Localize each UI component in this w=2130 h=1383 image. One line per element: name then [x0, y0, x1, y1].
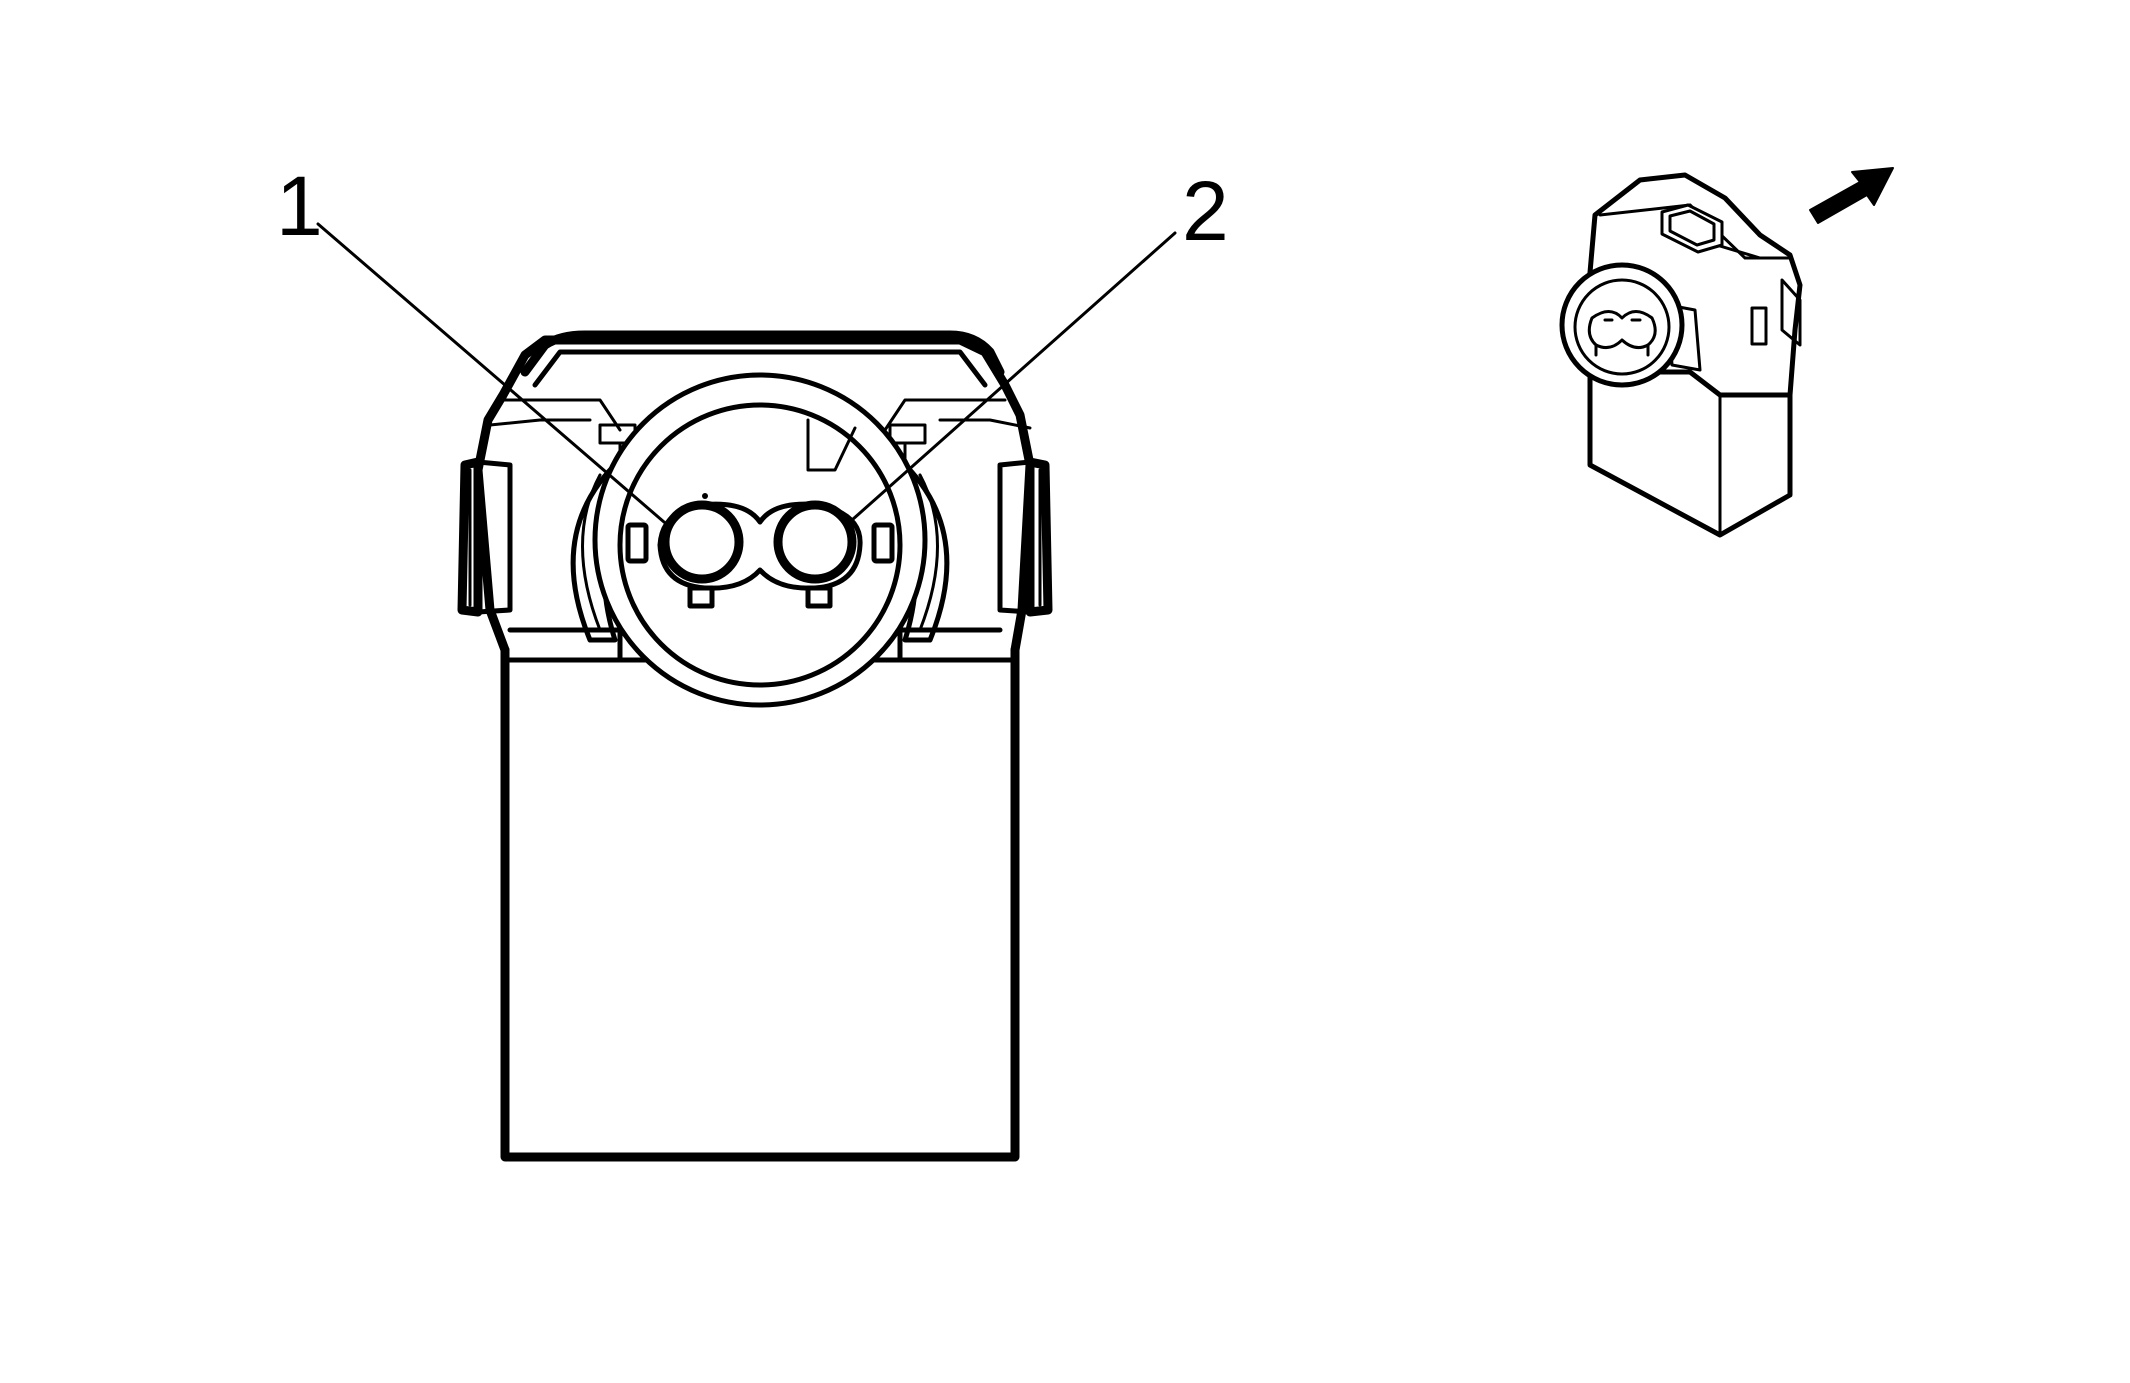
leader-line-1: [316, 222, 666, 524]
callout-leaders: [316, 222, 1177, 524]
arrow-up-right-icon: [1809, 167, 1894, 224]
leader-line-2: [850, 231, 1177, 522]
terminal-1: [660, 500, 744, 584]
connector-body: [500, 645, 1020, 1162]
callout-labels: 1 2: [276, 159, 1229, 258]
left-guide-post: [625, 522, 649, 564]
iso-latch-window: [1660, 203, 1724, 254]
connector-face-inner: [617, 402, 903, 688]
connector-face-view: [457, 330, 1053, 1162]
callout-label-1: 1: [276, 159, 323, 253]
terminal-2: [773, 500, 857, 584]
right-guide-post: [871, 522, 895, 564]
iso-face-inner: [1573, 278, 1671, 376]
connector-isometric-view: [1559, 172, 1803, 538]
callout-label-2: 2: [1182, 164, 1229, 258]
